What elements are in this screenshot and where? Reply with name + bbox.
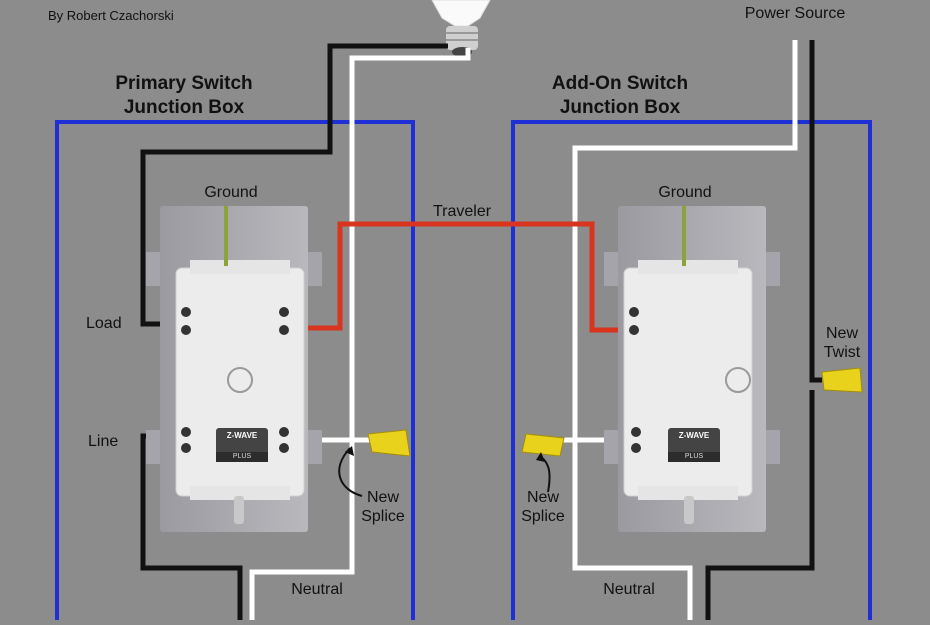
addon-hot-wire <box>705 390 815 620</box>
author-credit: By Robert Czachorski <box>48 8 174 23</box>
left-splice-arrow <box>338 447 363 497</box>
addon-junction-box <box>511 120 872 625</box>
load-label: Load <box>86 315 122 332</box>
primary-zwave-badge: Z-WAVE <box>226 431 258 440</box>
ground-label-right: Ground <box>658 184 712 201</box>
right-splice-arrow <box>539 455 551 493</box>
primary-neutral-wire <box>249 440 355 620</box>
traveler-wire <box>300 221 628 333</box>
addon-title-line2: Junction Box <box>559 97 681 118</box>
addon-title-line1: Add-On Switch <box>551 73 689 94</box>
neutral-label-right: Neutral <box>603 581 655 598</box>
new-splice-label-right: New Splice <box>521 489 565 525</box>
addon-box-title: Add-On Switch Junction Box <box>520 72 720 120</box>
power-source-label: Power Source <box>744 5 846 22</box>
primary-title-line1: Primary Switch <box>115 73 253 94</box>
source-hot-wire <box>809 40 822 383</box>
addon-neutral-wire <box>572 440 693 620</box>
primary-box-title: Primary Switch Junction Box <box>84 72 284 120</box>
twist-wire-nut <box>821 367 863 393</box>
addon-switch <box>604 206 780 532</box>
right-splice-wire-nut <box>521 433 565 457</box>
new-twist-label: New Twist <box>823 325 861 361</box>
left-splice-wire-nut <box>367 429 411 457</box>
primary-title-line2: Junction Box <box>123 97 245 118</box>
bulb-neutral-wire <box>349 48 471 440</box>
new-splice-label-left: New Splice <box>361 489 405 525</box>
light-bulb-icon <box>431 0 491 57</box>
source-neutral-wire <box>572 40 798 440</box>
addon-zwave-plus: PLUS <box>684 453 704 460</box>
traveler-label: Traveler <box>432 203 492 220</box>
neutral-label-left: Neutral <box>291 581 343 598</box>
primary-switch <box>146 206 322 532</box>
addon-zwave-badge: Z-WAVE <box>678 431 710 440</box>
line-label: Line <box>88 433 119 450</box>
load-wire <box>140 43 448 327</box>
primary-junction-box <box>55 120 415 625</box>
primary-zwave-plus: PLUS <box>232 453 252 460</box>
ground-label-left: Ground <box>204 184 258 201</box>
